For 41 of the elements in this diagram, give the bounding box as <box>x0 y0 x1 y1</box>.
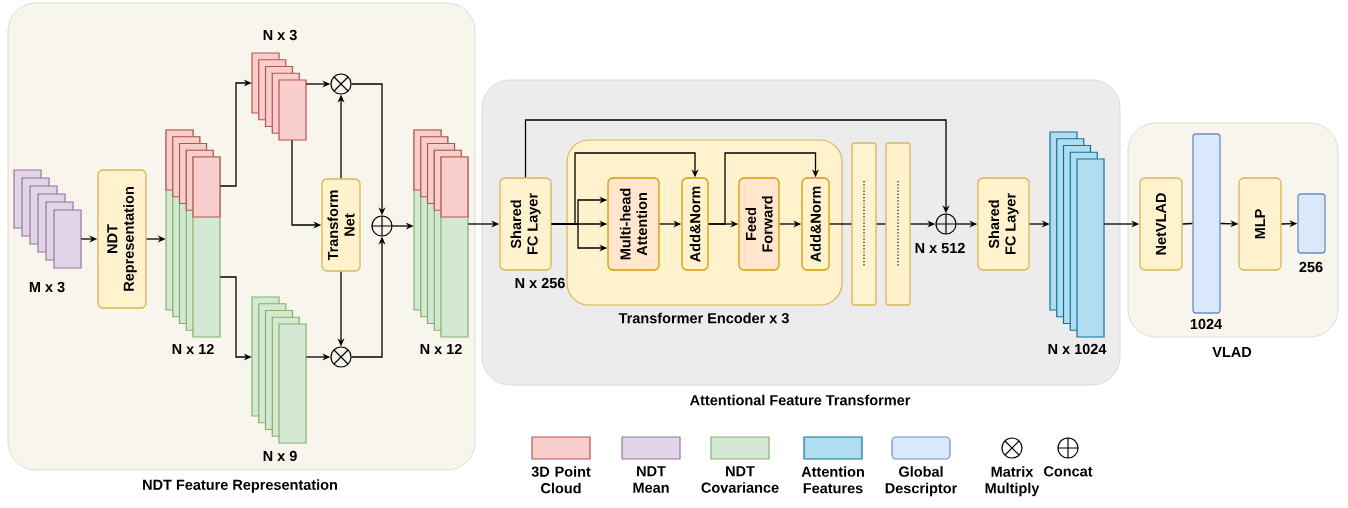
layer-bar <box>851 142 877 306</box>
legend-label: Attention Features <box>801 466 864 494</box>
panel-title: Attentional Feature Transformer <box>690 394 911 406</box>
layer-box: NetVLAD <box>1139 177 1183 271</box>
size-label: 1024 <box>1190 318 1223 330</box>
layer-box: Shared FC Layer <box>499 177 552 271</box>
layer-box: Shared FC Layer <box>977 177 1030 271</box>
legend-label: Global Descriptor <box>885 466 958 497</box>
size-label: N x 3 <box>263 29 297 41</box>
layer-bar <box>885 142 911 306</box>
size-label: N x 12 <box>420 343 462 355</box>
layer-box: Add&Norm <box>801 177 830 271</box>
layer-box: NDT Representation <box>97 169 147 309</box>
size-label: N x 256 <box>515 277 565 289</box>
multiply-symbol <box>330 346 352 368</box>
multiply-symbol <box>330 73 352 95</box>
layer-box: Add&Norm <box>681 177 709 271</box>
legend-label: Concat <box>1044 466 1093 477</box>
size-label: N x 9 <box>263 450 297 462</box>
legend-label: 3D Point Cloud <box>531 466 591 494</box>
layer-box: Feed Forward <box>738 177 780 271</box>
layer-box: Multi-head Attention <box>607 177 660 271</box>
panel-title: NDT Feature Representation <box>143 479 337 493</box>
concat-symbol <box>371 215 393 237</box>
panel-title: VLAD <box>1212 347 1252 357</box>
panel-title: Transformer Encoder x 3 <box>618 312 789 324</box>
size-label: N x 512 <box>915 242 965 254</box>
arrow <box>551 152 699 225</box>
arrow <box>708 152 820 225</box>
size-label: N x 1024 <box>1048 343 1107 355</box>
connector-line <box>829 223 852 225</box>
legend-label: Matrix Multiply <box>985 466 1040 497</box>
legend-label: NDT Covariance <box>701 466 779 493</box>
size-label: 256 <box>1299 261 1323 273</box>
layer-box: Transform Net <box>321 178 361 272</box>
layer-box: MLP <box>1238 177 1282 271</box>
connector-line <box>876 223 886 225</box>
connector-line <box>1182 222 1193 225</box>
size-label: N x 12 <box>172 343 214 355</box>
legend-label: NDT Mean <box>633 466 669 493</box>
size-label: M x 3 <box>29 281 65 293</box>
